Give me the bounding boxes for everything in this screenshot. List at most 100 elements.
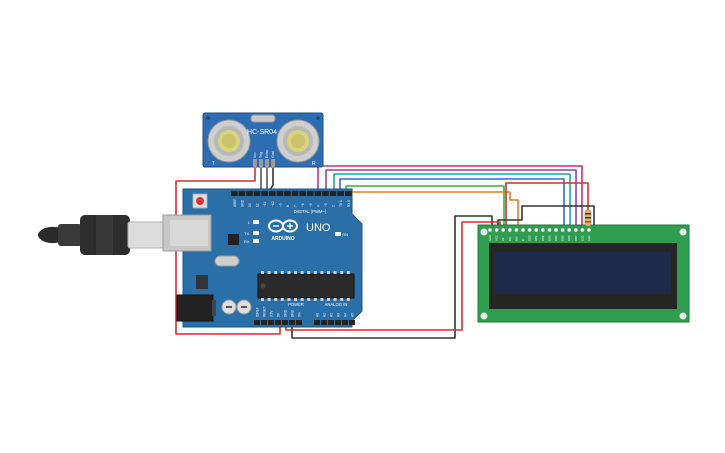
wire-orange bbox=[350, 191, 519, 230]
lcd-screen bbox=[495, 252, 671, 294]
lcd-pin-label: DB7 bbox=[574, 235, 578, 241]
analog-pin-label: A0 bbox=[316, 313, 320, 317]
chip-pin bbox=[300, 298, 304, 301]
lcd-pin bbox=[573, 227, 578, 232]
lcd-pin bbox=[587, 227, 592, 232]
lcd-pin-label: DB3 bbox=[547, 235, 551, 241]
digital-header-label: DIGITAL (PWM~) bbox=[294, 209, 327, 214]
digital-pin bbox=[276, 191, 284, 196]
digital-pin-label: RX 0 bbox=[347, 200, 351, 207]
digital-pin-label: 4 bbox=[316, 205, 320, 207]
lcd-pin-label: GND bbox=[488, 235, 492, 241]
power-pin bbox=[254, 320, 260, 325]
lcd-pin-label: V0 bbox=[501, 237, 505, 241]
chip-pins bbox=[261, 271, 350, 301]
sensor-pin-gnd: Gnd bbox=[271, 151, 275, 158]
power-pin-label: IOREF bbox=[256, 307, 260, 317]
analog-pin bbox=[328, 320, 334, 325]
power-pin-label: Vin bbox=[298, 312, 302, 317]
chip-pin bbox=[261, 271, 264, 274]
digital-pin-label: AREF bbox=[233, 198, 237, 207]
digital-pin bbox=[299, 191, 306, 196]
lcd-pin-label: DB0 bbox=[528, 235, 532, 241]
digital-pin bbox=[231, 191, 238, 196]
sensor-pin-echo: Echo bbox=[265, 150, 269, 158]
digital-pin-label: ~10 bbox=[271, 201, 275, 207]
wire-magenta bbox=[317, 165, 583, 230]
chip-pin bbox=[320, 271, 324, 274]
analog-pin bbox=[342, 320, 348, 325]
power-pin bbox=[282, 320, 288, 325]
led-tx-label: TX bbox=[244, 231, 249, 236]
wire-red-vcc bbox=[175, 168, 281, 335]
power-pin bbox=[289, 320, 295, 325]
arduino-logo bbox=[268, 219, 298, 233]
analog-pin-label: A4 bbox=[344, 313, 348, 317]
led-l-label: L bbox=[248, 220, 251, 225]
lcd-pin-label: DB4 bbox=[554, 235, 558, 241]
chip-pin bbox=[294, 271, 297, 274]
arduino-board: L TX RX ON ARDUINO UNO DIGITAL (PWM~) PO… bbox=[162, 188, 363, 328]
digital-pin-label: TX 1 bbox=[339, 200, 343, 207]
chip-pin bbox=[267, 271, 271, 274]
chip-pin bbox=[261, 298, 264, 301]
digital-pin bbox=[337, 191, 344, 196]
chip-pin bbox=[274, 271, 278, 274]
power-pin-label: GND bbox=[284, 309, 288, 317]
lcd-pin bbox=[554, 227, 559, 232]
lcd-pin bbox=[494, 227, 499, 232]
chip-pin bbox=[274, 298, 278, 301]
wire-teal bbox=[333, 173, 571, 230]
sensor-t-label: T bbox=[212, 161, 215, 167]
chip-pin bbox=[346, 298, 350, 301]
chip-pin bbox=[307, 298, 311, 301]
chip-pin bbox=[287, 298, 291, 301]
lcd-pin-label: RW bbox=[514, 236, 518, 241]
chip-pin bbox=[313, 271, 317, 274]
chip-pin bbox=[346, 271, 350, 274]
lcd-pin-label: DB5 bbox=[561, 235, 565, 241]
sensor-pin-trig: Trig bbox=[259, 152, 263, 158]
power-pin-label: 5V bbox=[277, 312, 281, 317]
lcd-pin bbox=[560, 227, 565, 232]
chip-pin bbox=[313, 298, 317, 301]
analog-pin-label: A2 bbox=[330, 313, 334, 317]
chip-pin bbox=[280, 298, 284, 301]
ultrasonic-sensor: HC-SR04 T R Vcc Trig Echo Gnd bbox=[202, 112, 324, 168]
analog-pin bbox=[349, 320, 355, 325]
lcd-pin bbox=[567, 227, 572, 232]
wire-purple bbox=[325, 169, 577, 230]
digital-pin-label: 13 bbox=[248, 203, 252, 207]
analog-pin-label: A3 bbox=[337, 313, 341, 317]
chip-pin bbox=[340, 271, 344, 274]
digital-pin bbox=[246, 191, 253, 196]
digital-pin-label: ~11 bbox=[263, 202, 267, 207]
analog-pin bbox=[314, 320, 320, 325]
lcd-pin-label: RS bbox=[508, 237, 512, 241]
lcd-pin bbox=[534, 227, 539, 232]
lcd-pin bbox=[521, 227, 526, 232]
chip-pin bbox=[280, 271, 284, 274]
digital-pin bbox=[307, 191, 314, 196]
chip-pin bbox=[320, 298, 324, 301]
power-pin-label: RESET bbox=[263, 306, 267, 317]
analog-pin-label: A1 bbox=[323, 313, 327, 317]
power-pin bbox=[296, 320, 302, 325]
led-on-label: ON bbox=[342, 232, 348, 237]
wire-blue bbox=[339, 178, 565, 230]
digital-pin bbox=[284, 191, 291, 196]
wire-red-lcd bbox=[505, 182, 589, 230]
chip-pin bbox=[300, 271, 304, 274]
arduino-brand-label: ARDUINO bbox=[271, 236, 294, 242]
lcd-pin bbox=[527, 227, 532, 232]
lcd-pin-label: E bbox=[521, 239, 525, 241]
digital-pin-label: 2 bbox=[332, 205, 336, 207]
lcd-pin bbox=[547, 227, 552, 232]
digital-pin bbox=[345, 191, 352, 196]
digital-pin bbox=[291, 191, 299, 196]
chip-pin bbox=[333, 298, 337, 301]
